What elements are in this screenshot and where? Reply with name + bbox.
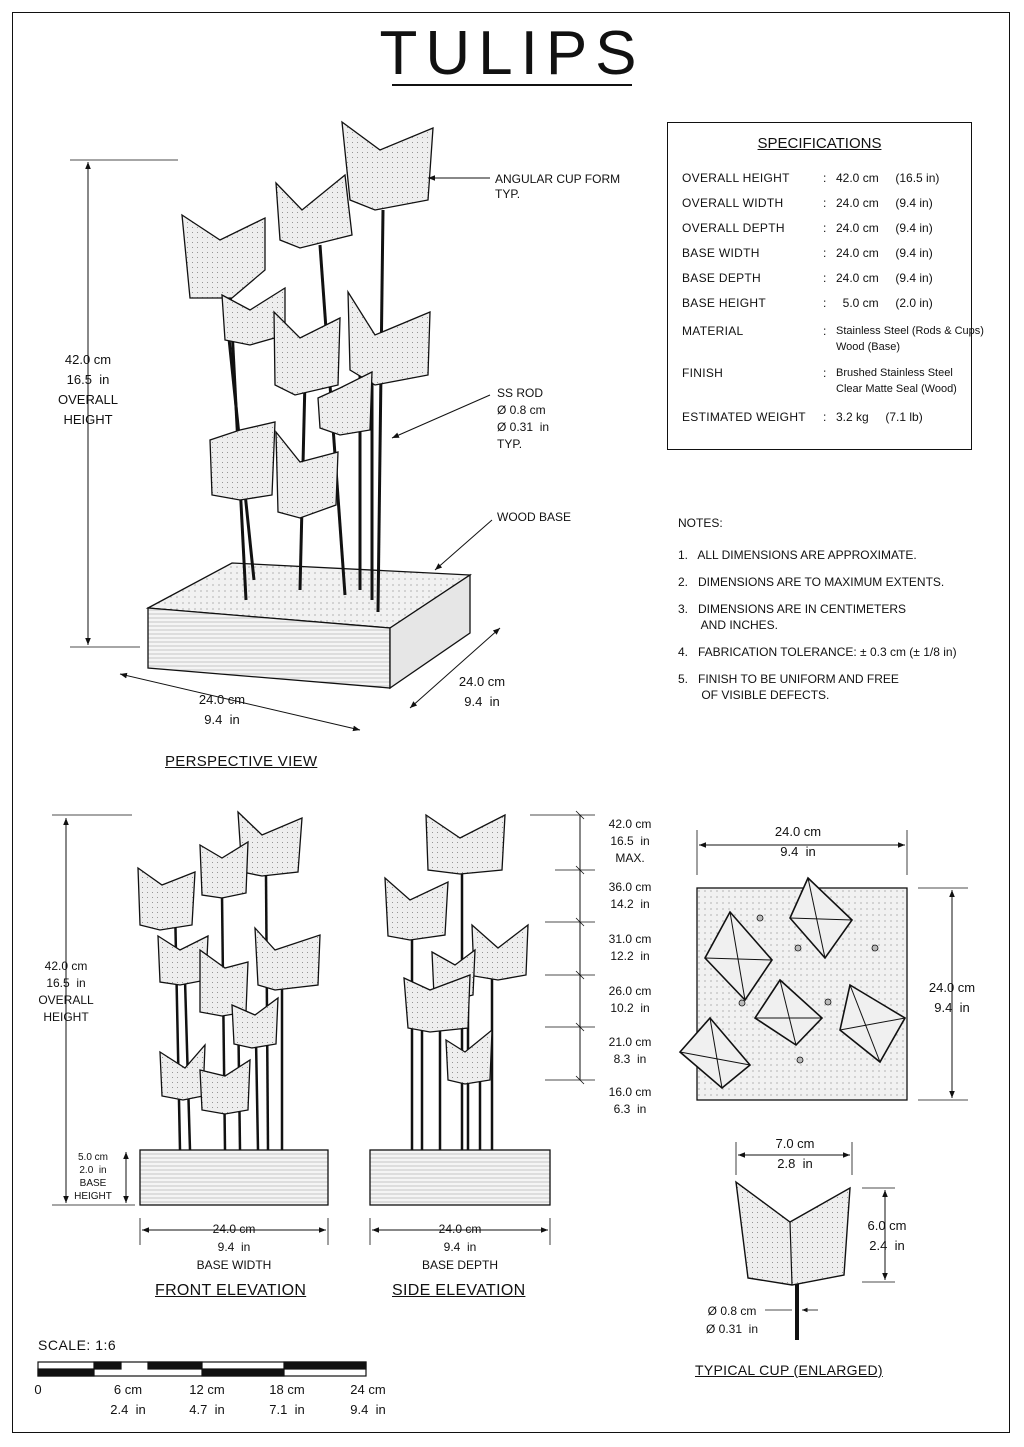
spec-value-base-width: 24.0 cm (9.4 in)	[836, 246, 933, 260]
plan-depth-label: 24.0 cm 9.4 in	[928, 980, 976, 1015]
specifications-heading: SPECIFICATIONS	[757, 135, 882, 152]
side-base	[369, 1149, 551, 1206]
plan-cup-inner-lines	[679, 877, 906, 1089]
note-2: 2. DIMENSIONS ARE TO MAXIMUM EXTENTS.	[678, 575, 945, 589]
side-depth-label: 24.0 cm 9.4 in BASE DEPTH	[421, 1222, 499, 1272]
spec-value-material: Stainless Steel (Rods & Cups) Wood (Base…	[836, 325, 984, 353]
spec-value-overall-depth: 24.0 cm (9.4 in)	[836, 221, 933, 235]
side-elevation-view	[369, 810, 595, 1245]
side-level-21: 21.0 cm 8.3 in	[608, 1035, 652, 1066]
spec-value-base-height: 5.0 cm (2.0 in)	[836, 296, 933, 310]
typical-cup-body	[735, 1180, 851, 1286]
callout-angular-cup: ANGULAR CUP FORM TYP.	[495, 172, 621, 201]
note-5: 5. FINISH TO BE UNIFORM AND FREE OF VISI…	[678, 672, 899, 702]
callout-ss-rod: SS ROD Ø 0.8 cm Ø 0.31 in TYP.	[497, 386, 550, 451]
note-4: 4. FABRICATION TOLERANCE: ± 0.3 cm (± 1/…	[678, 645, 957, 659]
scale-tick-6: 6 cm 2.4 in	[110, 1382, 146, 1417]
side-level-26: 26.0 cm 10.2 in	[608, 984, 652, 1015]
typical-cup-title: TYPICAL CUP (ENLARGED)	[695, 1362, 883, 1378]
plan-width-label: 24.0 cm 9.4 in	[774, 824, 822, 859]
front-base	[139, 1149, 329, 1206]
perspective-depth-label: 24.0 cm 9.4 in	[458, 674, 506, 709]
spec-label-base-depth: BASE DEPTH	[682, 271, 762, 285]
specifications-table: SPECIFICATIONS OVERALL HEIGHT : 42.0 cm …	[667, 122, 984, 450]
note-1: 1. ALL DIMENSIONS ARE APPROXIMATE.	[678, 548, 917, 562]
front-elevation-title: FRONT ELEVATION	[155, 1282, 307, 1299]
side-level-16: 16.0 cm 6.3 in	[608, 1085, 652, 1116]
spec-label-finish: FINISH	[682, 366, 724, 380]
side-level-dims	[530, 810, 595, 1085]
spec-label-overall-width: OVERALL WIDTH	[682, 196, 784, 210]
cup-height-label: 6.0 cm 2.4 in	[867, 1218, 907, 1253]
perspective-view	[70, 120, 501, 732]
spec-label-base-height: BASE HEIGHT	[682, 296, 766, 310]
note-3: 3. DIMENSIONS ARE IN CENTIMETERS AND INC…	[678, 602, 907, 632]
front-cups	[137, 810, 321, 1115]
scale-tick-18: 18 cm 7.1 in	[269, 1382, 305, 1417]
side-level-36: 36.0 cm 14.2 in	[608, 880, 652, 911]
front-base-height-label: 5.0 cm 2.0 in BASE HEIGHT	[74, 1152, 112, 1202]
drawing-border	[12, 12, 1010, 1433]
perspective-height-label: 42.0 cm 16.5 in OVERALL HEIGHT	[58, 352, 118, 427]
plan-rod-holes	[738, 914, 879, 1064]
scale-bar	[37, 1361, 367, 1377]
typical-cup-view	[735, 1142, 895, 1340]
spec-label-base-width: BASE WIDTH	[682, 246, 760, 260]
spec-value-overall-width: 24.0 cm (9.4 in)	[836, 196, 933, 210]
perspective-cups	[181, 120, 434, 519]
perspective-width-label: 24.0 cm 9.4 in	[198, 692, 246, 727]
drawing-title: TULIPS	[379, 19, 645, 88]
notes-heading: NOTES:	[678, 516, 723, 530]
spec-label-estimated-weight: ESTIMATED WEIGHT	[682, 410, 806, 424]
side-cups	[384, 813, 529, 1085]
cup-rod-label: Ø 0.8 cm Ø 0.31 in	[705, 1304, 759, 1336]
spec-label-overall-height: OVERALL HEIGHT	[682, 171, 790, 185]
plan-view	[678, 830, 968, 1101]
spec-label-overall-depth: OVERALL DEPTH	[682, 221, 785, 235]
scale-tick-0: 0	[34, 1382, 42, 1397]
side-level-31: 31.0 cm 12.2 in	[608, 932, 652, 963]
callout-wood-base: WOOD BASE	[497, 510, 572, 524]
spec-value-finish: Brushed Stainless Steel Clear Matte Seal…	[836, 367, 957, 395]
cup-width-label: 7.0 cm 2.8 in	[775, 1136, 815, 1171]
spec-value-base-depth: 24.0 cm (9.4 in)	[836, 271, 933, 285]
title-underline	[392, 84, 632, 86]
scale-tick-24: 24 cm 9.4 in	[350, 1382, 386, 1417]
front-width-label: 24.0 cm 9.4 in BASE WIDTH	[196, 1222, 272, 1272]
spec-value-overall-height: 42.0 cm (16.5 in)	[836, 171, 940, 185]
side-level-42: 42.0 cm 16.5 in MAX.	[608, 817, 652, 865]
perspective-view-title: PERSPECTIVE VIEW	[165, 753, 318, 770]
side-rods	[410, 870, 494, 1150]
spec-value-estimated-weight: 3.2 kg (7.1 lb)	[836, 410, 923, 424]
spec-label-material: MATERIAL	[682, 324, 744, 338]
front-height-label: 42.0 cm 16.5 in OVERALL HEIGHT	[38, 959, 94, 1024]
scale-label: SCALE: 1:6	[38, 1337, 117, 1353]
front-elevation-view	[52, 810, 329, 1245]
side-elevation-title: SIDE ELEVATION	[392, 1282, 526, 1299]
scale-tick-12: 12 cm 4.7 in	[189, 1382, 225, 1417]
